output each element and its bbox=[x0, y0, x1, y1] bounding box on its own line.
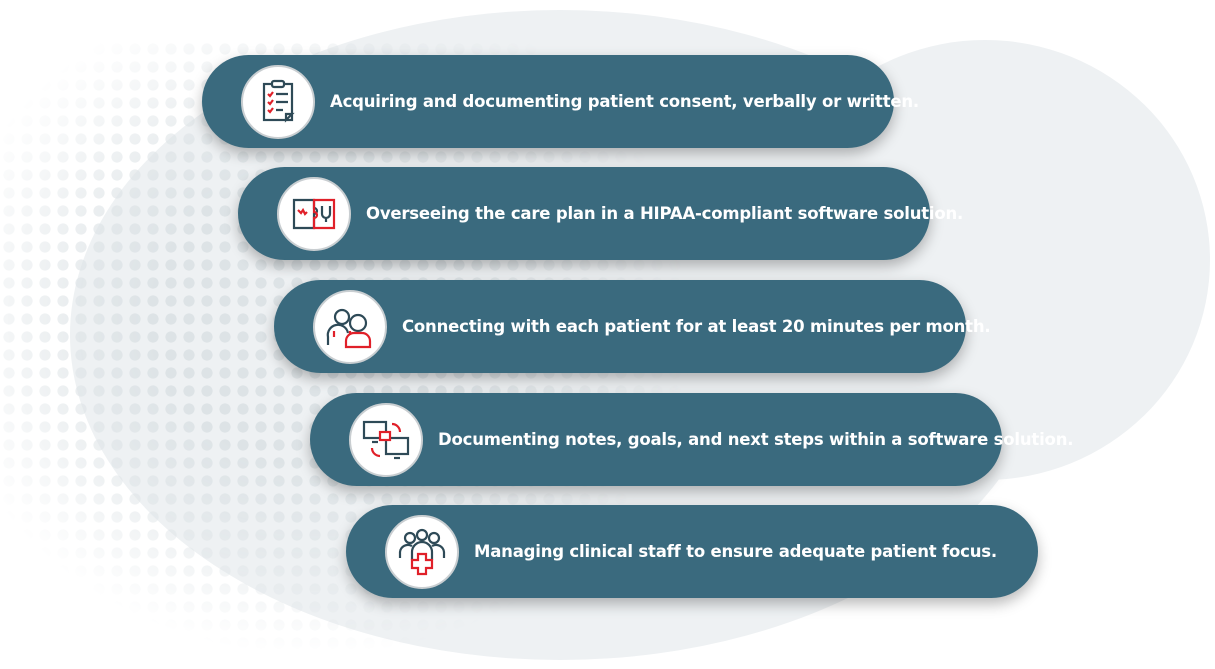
staff-medical-icon bbox=[385, 515, 459, 589]
step-documenting: Documenting notes, goals, and next steps… bbox=[310, 393, 1074, 486]
step-text: Overseeing the care plan in a HIPAA-comp… bbox=[366, 204, 964, 223]
clipboard-checklist-icon bbox=[241, 65, 315, 139]
step-consent: Acquiring and documenting patient consen… bbox=[202, 55, 919, 148]
step-text: Acquiring and documenting patient consen… bbox=[330, 92, 919, 111]
computer-sync-icon bbox=[349, 403, 423, 477]
step-text: Documenting notes, goals, and next steps… bbox=[438, 430, 1074, 449]
step-text: Connecting with each patient for at leas… bbox=[402, 317, 991, 336]
puzzle-health-icon bbox=[277, 177, 351, 251]
step-connecting: Connecting with each patient for at leas… bbox=[274, 280, 991, 373]
step-care-plan: Overseeing the care plan in a HIPAA-comp… bbox=[238, 167, 963, 260]
step-text: Managing clinical staff to ensure adequa… bbox=[474, 542, 997, 561]
doctor-patient-icon bbox=[313, 290, 387, 364]
step-managing: Managing clinical staff to ensure adequa… bbox=[346, 505, 1038, 598]
